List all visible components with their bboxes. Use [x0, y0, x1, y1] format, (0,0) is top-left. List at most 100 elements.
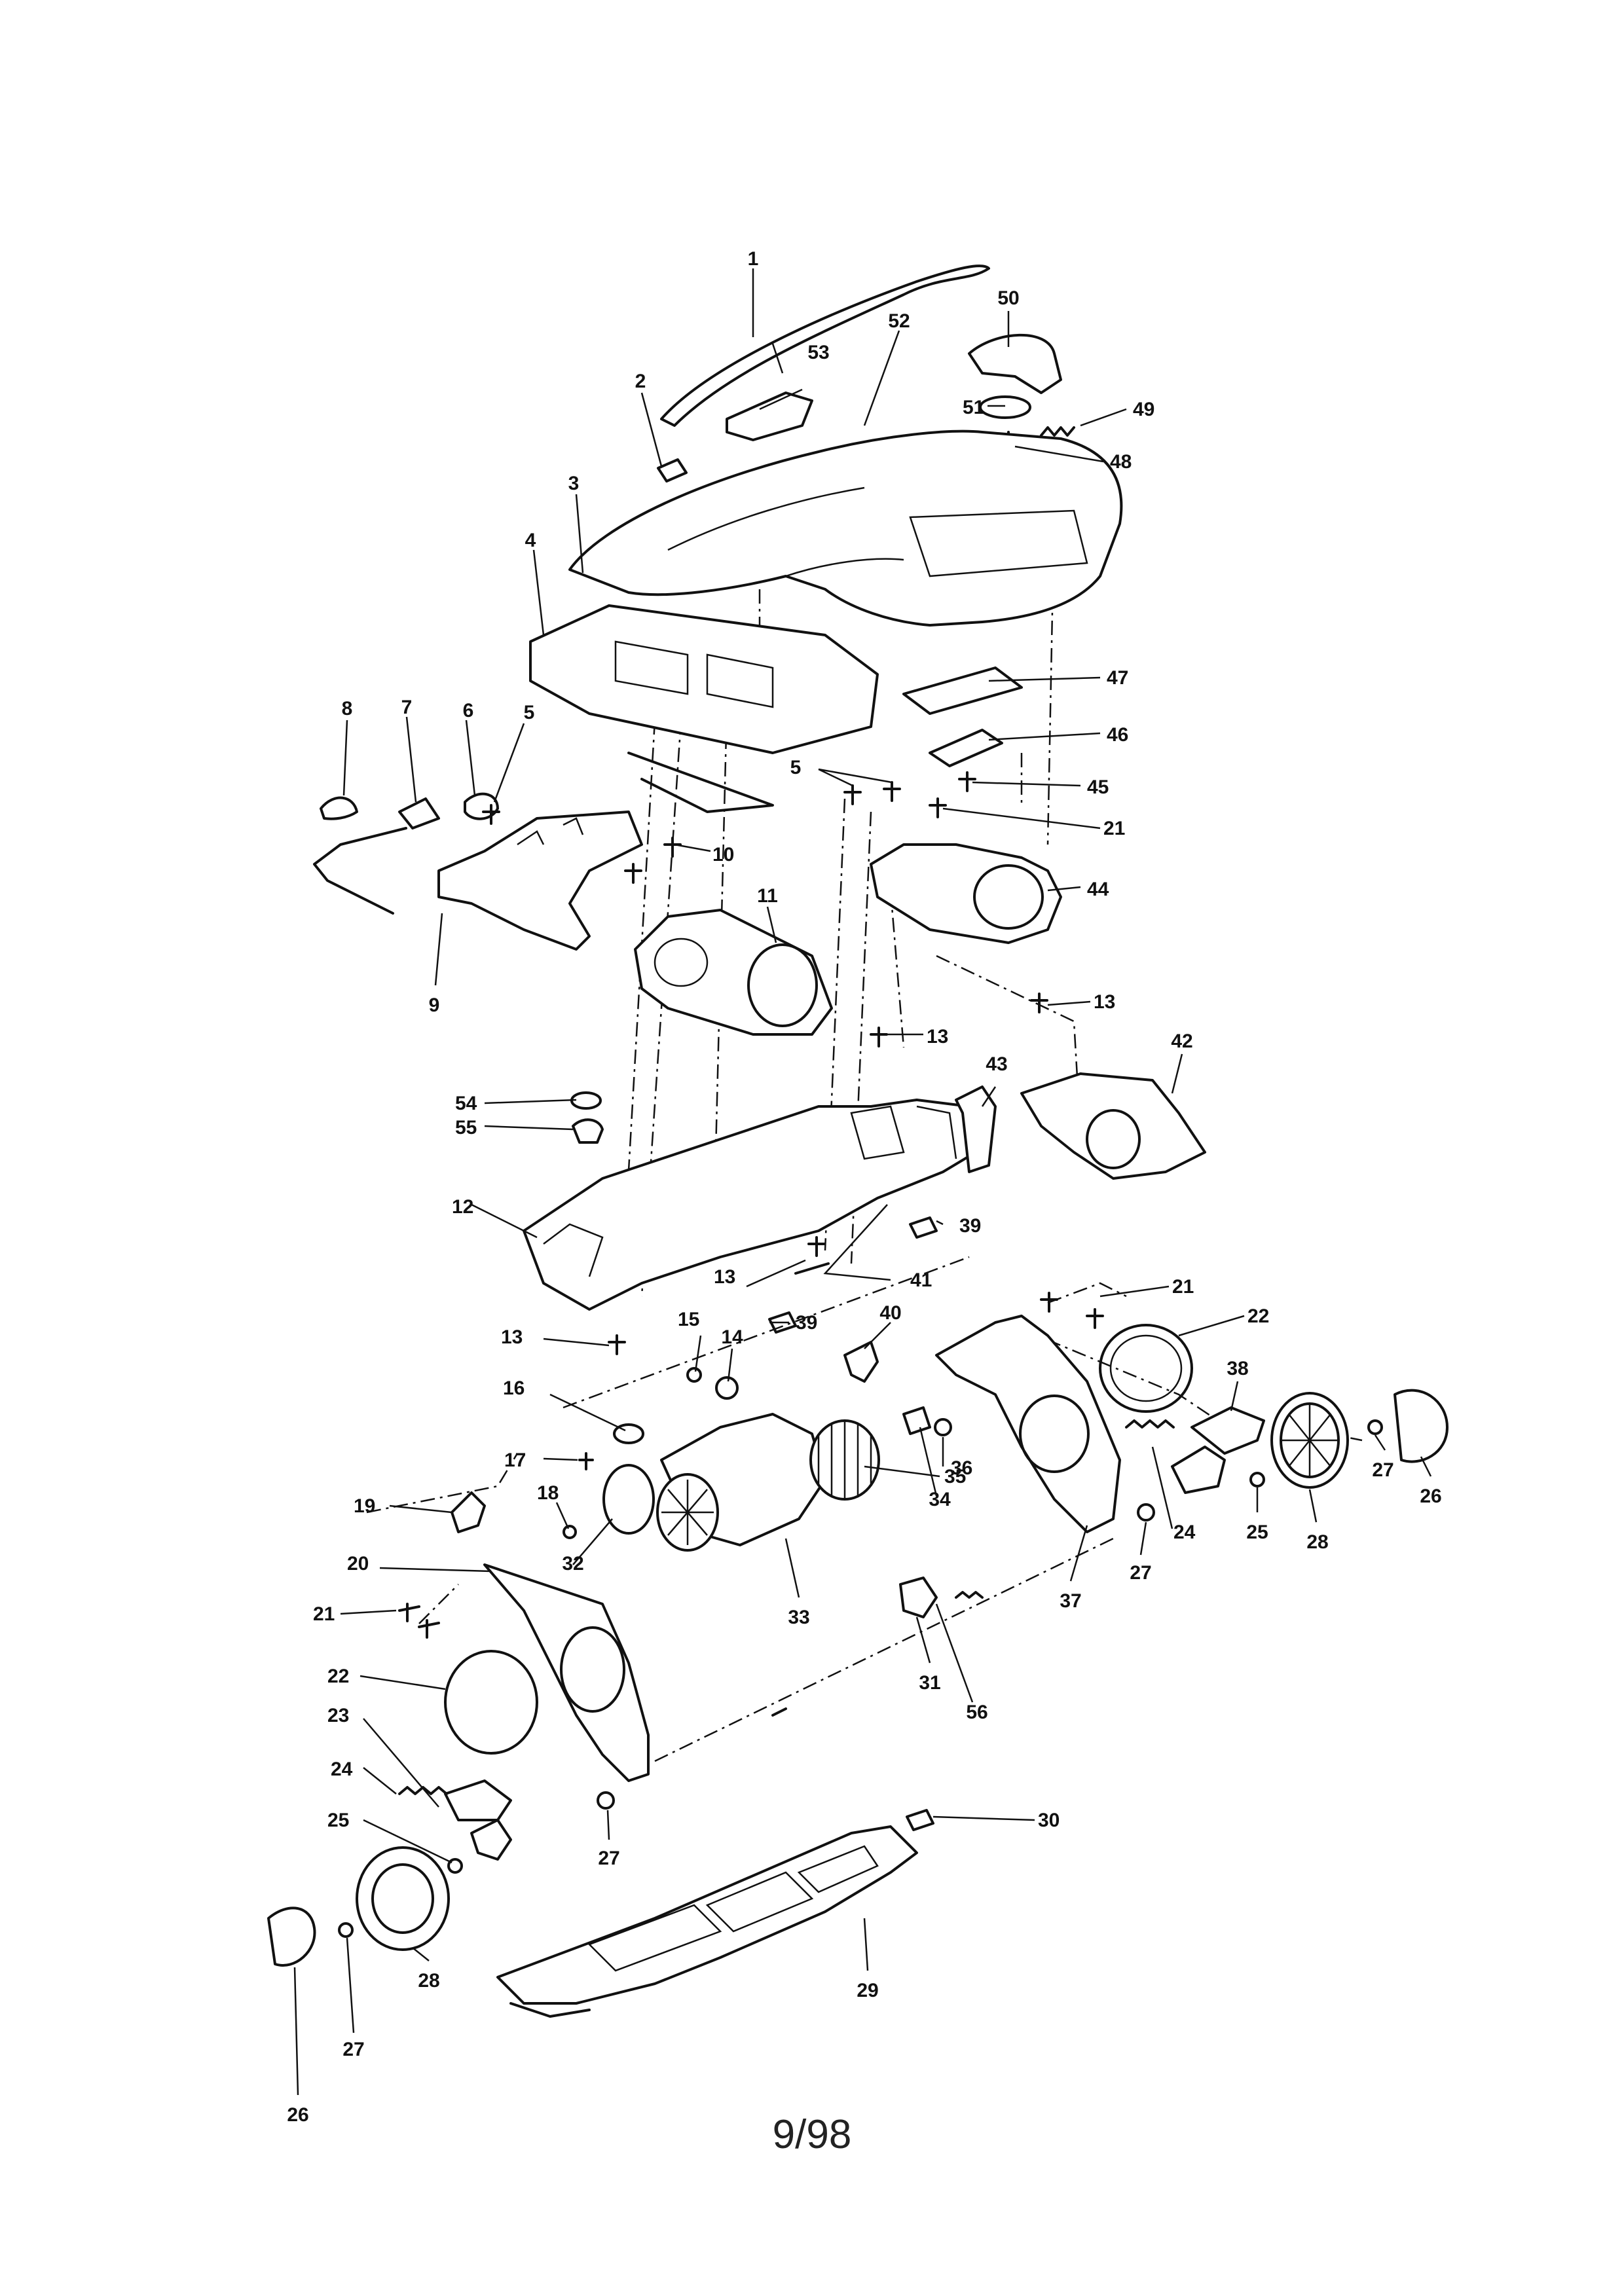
callout-21-mid: 21 — [1103, 818, 1125, 839]
part-27-washer-right-2 — [1367, 1419, 1383, 1435]
part-50-cover — [968, 333, 1062, 394]
part-13-screw-c — [807, 1236, 826, 1257]
callout-22-right: 22 — [1247, 1305, 1269, 1327]
part-38-lever — [1171, 1446, 1226, 1494]
callout-53: 53 — [807, 342, 829, 363]
callout-4: 4 — [525, 530, 536, 551]
callout-51: 51 — [963, 397, 984, 418]
callout-13-a: 13 — [927, 1026, 948, 1048]
part-27-washer-right — [1137, 1503, 1155, 1522]
part-20-side-plate — [483, 1563, 650, 1782]
callout-24-left: 24 — [331, 1758, 353, 1780]
callout-6: 6 — [463, 700, 474, 721]
part-3-hood — [568, 429, 1123, 627]
callout-30: 30 — [1038, 1810, 1060, 1831]
callout-18: 18 — [537, 1482, 559, 1504]
callout-26-right: 26 — [1420, 1485, 1441, 1507]
callout-3: 3 — [568, 473, 580, 494]
part-21-screw-right — [1040, 1292, 1104, 1329]
callout-27-right-b: 27 — [1372, 1459, 1393, 1481]
part-28-wheel-left — [356, 1846, 450, 1951]
callout-19: 19 — [354, 1495, 375, 1517]
callout-21-right-top: 21 — [1172, 1276, 1194, 1298]
callout-22-left: 22 — [327, 1666, 349, 1687]
callout-48: 48 — [1110, 451, 1132, 473]
callout-23: 23 — [327, 1705, 349, 1726]
callout-49: 49 — [1133, 399, 1154, 420]
part-39-clip-b — [768, 1311, 797, 1334]
part-39-clip-a — [909, 1216, 938, 1239]
part-56-rod — [771, 1707, 787, 1717]
part-24-spring-right — [1125, 1419, 1175, 1429]
callout-labels: 1 2 3 4 5 5 6 7 8 9 10 11 12 13 13 13 13… — [287, 248, 1441, 2126]
part-46-bracket — [929, 729, 1003, 767]
callout-5-top: 5 — [790, 757, 802, 778]
part-23-pedal — [444, 1779, 512, 1821]
callout-2: 2 — [635, 371, 646, 392]
part-56-spring — [955, 1591, 984, 1599]
part-9-duct — [437, 811, 643, 951]
part-41-pin — [794, 1262, 830, 1275]
callout-16: 16 — [503, 1377, 525, 1399]
callout-40: 40 — [879, 1302, 901, 1324]
callout-21-left: 21 — [313, 1603, 335, 1625]
callout-46: 46 — [1107, 724, 1128, 746]
part-29-base-plate — [496, 1825, 918, 2005]
callout-56: 56 — [966, 1702, 987, 1723]
part-18-nut — [563, 1525, 577, 1539]
part-31-bracket — [899, 1576, 938, 1618]
callout-15: 15 — [678, 1309, 699, 1330]
page-number: 9/98 — [772, 2112, 852, 2157]
part-47-plate — [902, 666, 1023, 715]
callout-11: 11 — [757, 885, 778, 907]
part-11-left-shroud — [634, 909, 833, 1036]
callout-33: 33 — [788, 1607, 809, 1628]
callout-8: 8 — [342, 698, 353, 720]
callout-25-left: 25 — [327, 1810, 349, 1831]
part-36-washer — [934, 1418, 952, 1436]
callout-1: 1 — [748, 248, 759, 270]
parts-artwork — [267, 264, 1449, 2018]
part-27-washer-left — [597, 1791, 615, 1810]
part-15-washer — [686, 1367, 702, 1383]
part-5-screw-left — [482, 804, 500, 825]
part-2-button — [657, 458, 688, 483]
callout-25-right: 25 — [1246, 1522, 1268, 1543]
part-4-housing — [529, 604, 879, 754]
callout-35: 35 — [944, 1466, 966, 1487]
callout-34: 34 — [929, 1489, 951, 1510]
callout-28-right: 28 — [1306, 1531, 1328, 1553]
part-22-filter-right — [1099, 1324, 1193, 1413]
callout-9: 9 — [429, 994, 440, 1016]
callout-36: 36 — [951, 1457, 972, 1479]
part-37-side-plate — [935, 1315, 1121, 1533]
callout-24-right: 24 — [1173, 1522, 1196, 1543]
part-26-hubcap-right — [1393, 1389, 1449, 1463]
part-29-rear-lip — [509, 2002, 591, 2018]
callout-45: 45 — [1087, 776, 1109, 798]
part-30-clip — [906, 1809, 934, 1831]
part-23-lever — [470, 1819, 512, 1861]
part-32-end-bell — [602, 1464, 655, 1535]
callout-12: 12 — [452, 1196, 473, 1218]
part-51-washer — [979, 395, 1031, 419]
callout-44: 44 — [1087, 879, 1109, 900]
callout-38: 38 — [1227, 1358, 1248, 1379]
part-4-skirt — [627, 752, 774, 813]
callout-27-left-b: 27 — [342, 2039, 364, 2060]
callout-31: 31 — [919, 1672, 940, 1694]
part-27-washer-left-2 — [338, 1922, 354, 1938]
part-38-pedal — [1190, 1406, 1265, 1455]
callout-29: 29 — [857, 1980, 878, 2001]
callout-37: 37 — [1060, 1590, 1081, 1612]
callout-27-left-a: 27 — [598, 1848, 619, 1869]
part-21-screw-left — [398, 1603, 440, 1639]
part-6-bulb — [464, 792, 499, 820]
callout-27-right-a: 27 — [1130, 1562, 1151, 1584]
callout-39-a: 39 — [959, 1215, 981, 1237]
part-13-screw-a — [870, 1027, 888, 1048]
part-45-screw — [958, 771, 976, 792]
part-21-screw — [929, 797, 947, 818]
callout-13-b: 13 — [1094, 991, 1115, 1013]
